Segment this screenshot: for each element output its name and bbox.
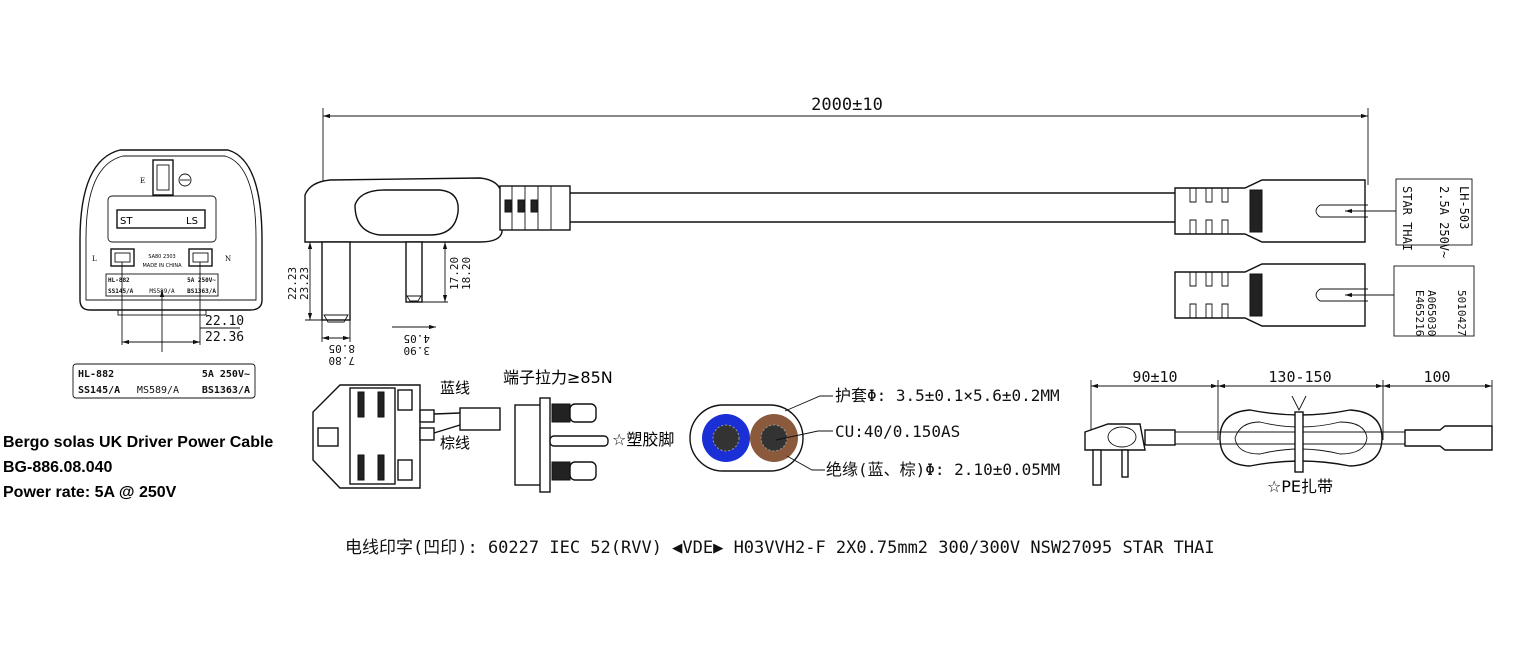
svg-text:SA80 2303: SA80 2303 xyxy=(148,254,175,260)
plug-rating-label: HL-882 5A 250V~ SS145/A MS589/A BS1363/A xyxy=(72,363,256,399)
svg-text:绝缘(蓝、棕)Φ: 2.10±0.05MM: 绝缘(蓝、棕)Φ: 2.10±0.05MM xyxy=(826,460,1060,479)
svg-text:LH-503: LH-503 xyxy=(1457,186,1471,229)
svg-text:N: N xyxy=(225,255,231,263)
svg-text:8.05: 8.05 xyxy=(329,342,356,355)
product-title: Bergo solas UK Driver Power Cable xyxy=(3,434,274,451)
svg-text:SS145/A: SS145/A xyxy=(78,385,120,396)
svg-text:22.36: 22.36 xyxy=(205,330,244,345)
product-power-rate: Power rate: 5A @ 250V xyxy=(3,484,177,501)
svg-text:SS145/A: SS145/A xyxy=(108,288,134,295)
svg-text:18.20: 18.20 xyxy=(460,257,473,290)
svg-text:护套Φ: 3.5±0.1×5.6±0.2MM: 护套Φ: 3.5±0.1×5.6±0.2MM xyxy=(835,386,1060,405)
svg-text:A065030: A065030 xyxy=(1425,290,1438,336)
svg-text:蓝线: 蓝线 xyxy=(440,379,470,397)
svg-text:L: L xyxy=(92,255,97,263)
pin-dimensions: 22.23 23.23 17.20 18.20 8.05 7.80 4.05 3… xyxy=(286,242,473,367)
cable-cross-section: 护套Φ: 3.5±0.1×5.6±0.2MM CU:40/0.150AS 绝缘(… xyxy=(689,386,1060,479)
connector-label-1: LH-503 2.5A 250V~ STAR THAI xyxy=(1395,178,1473,258)
svg-text:E465216: E465216 xyxy=(1413,290,1426,336)
plug-side-view xyxy=(304,177,571,323)
svg-text:HL-882: HL-882 xyxy=(108,277,130,284)
overall-length-dimension: 2000±10 xyxy=(322,95,1369,185)
svg-text:90±10: 90±10 xyxy=(1132,368,1177,386)
svg-text:5A 250V~: 5A 250V~ xyxy=(202,369,250,380)
coiled-cable-view: 90±10 130-150 100 ☆PE扎带 xyxy=(1084,368,1493,496)
svg-text:100: 100 xyxy=(1423,368,1450,386)
svg-text:22.10: 22.10 xyxy=(205,314,244,329)
svg-text:BS1363/A: BS1363/A xyxy=(202,385,250,396)
svg-text:2.5A 250V~: 2.5A 250V~ xyxy=(1437,186,1451,258)
plug-internal-view: 蓝线 棕线 端子拉力≥85N xyxy=(312,368,613,489)
svg-text:E: E xyxy=(140,177,145,185)
svg-text:3.90: 3.90 xyxy=(404,344,431,357)
svg-text:☆PE扎带: ☆PE扎带 xyxy=(1267,477,1333,496)
svg-text:MADE IN CHINA: MADE IN CHINA xyxy=(142,263,182,269)
svg-text:ST: ST xyxy=(120,216,133,227)
cable xyxy=(570,192,1175,223)
cable-print-marking: 电线印字(凹印): 60227 IEC 52(RVV) ◀VDE▶ H03VVH… xyxy=(345,538,1215,558)
svg-text:7.80: 7.80 xyxy=(329,354,356,367)
connector-label-2: 5010427 A065030 E465216 xyxy=(1393,265,1475,337)
svg-text:4.05: 4.05 xyxy=(404,332,431,345)
product-part-number: BG-886.08.040 xyxy=(3,459,113,476)
svg-text:STAR THAI: STAR THAI xyxy=(1400,186,1414,251)
overall-length-label: 2000±10 xyxy=(811,95,883,115)
svg-text:17.20: 17.20 xyxy=(448,257,461,290)
svg-text:HL-882: HL-882 xyxy=(78,369,114,380)
plug-front-view: E ST LS L N SA80 2303 MADE IN CHINA HL-8… xyxy=(79,149,263,352)
plug-pin-side-view: ☆塑胶脚 xyxy=(514,397,674,493)
svg-text:22.23: 22.23 xyxy=(286,267,299,300)
svg-text:23.23: 23.23 xyxy=(298,267,311,300)
svg-text:5010427: 5010427 xyxy=(1455,290,1468,336)
svg-text:☆塑胶脚: ☆塑胶脚 xyxy=(612,430,674,449)
svg-text:CU:40/0.150AS: CU:40/0.150AS xyxy=(835,422,960,441)
svg-text:5A 250V~: 5A 250V~ xyxy=(187,277,216,284)
c7-connector-top xyxy=(1174,179,1396,243)
svg-text:130-150: 130-150 xyxy=(1268,368,1331,386)
svg-text:LS: LS xyxy=(186,216,198,227)
svg-text:MS589/A: MS589/A xyxy=(137,385,179,396)
c7-connector-bottom xyxy=(1174,263,1394,327)
svg-text:端子拉力≥85N: 端子拉力≥85N xyxy=(503,368,613,387)
svg-text:BS1363/A: BS1363/A xyxy=(187,288,216,295)
svg-text:棕线: 棕线 xyxy=(440,434,470,452)
